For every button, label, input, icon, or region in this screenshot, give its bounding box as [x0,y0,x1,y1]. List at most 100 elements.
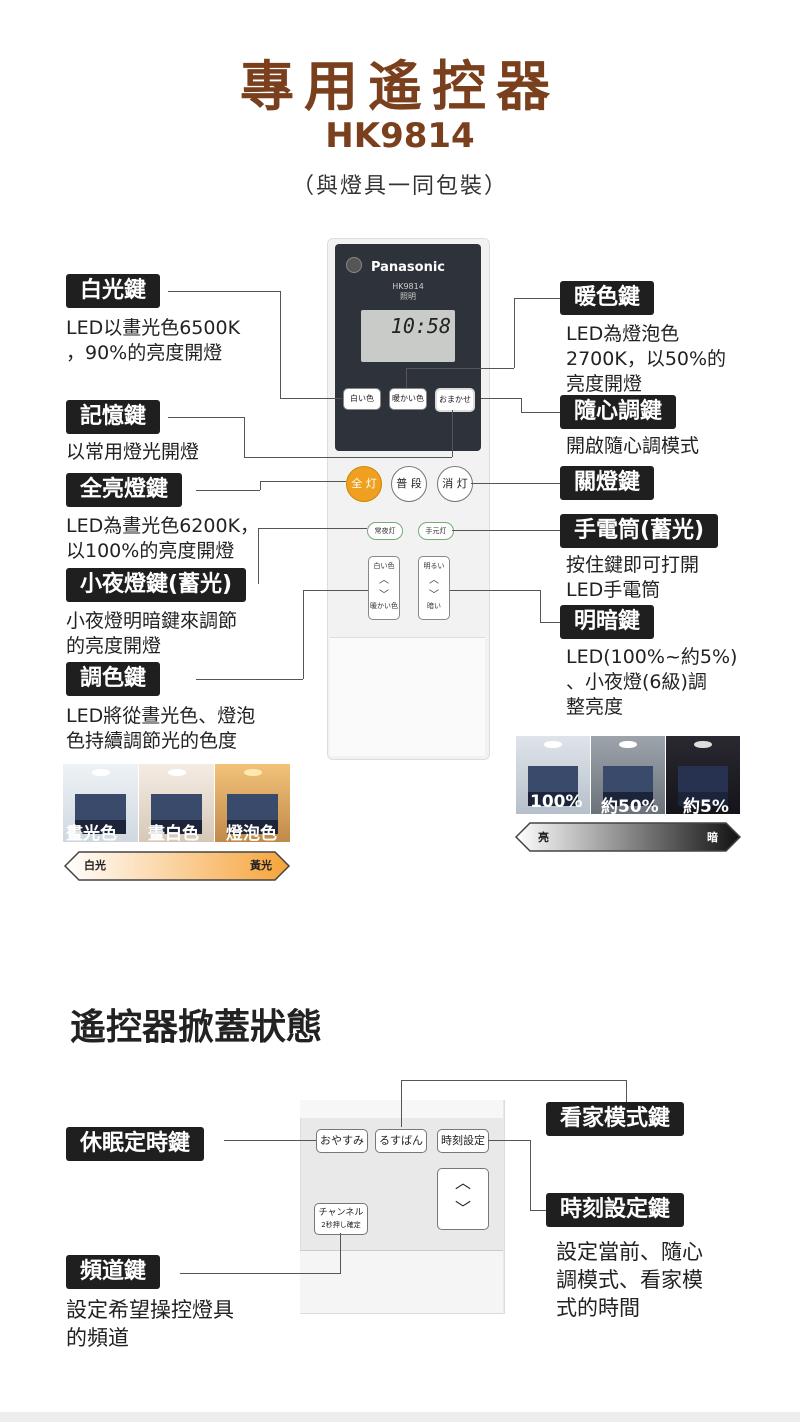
key-label-channel: 頻道鍵 [66,1255,161,1289]
connector-line [530,1140,531,1210]
arrow-label-yellow: 黃光 [250,859,272,872]
connector-line [401,1080,626,1081]
normal-button[interactable]: 普 段 [391,466,427,502]
full-light-button[interactable]: 全 灯 [346,466,382,502]
lcd-clock: 10:58 [390,314,451,338]
ceiling-lamp [167,768,186,777]
connector-line [540,622,560,623]
photo-label: 100% [530,792,583,812]
connector-line [521,398,522,412]
connector-line [340,1233,341,1273]
color-rocker[interactable]: 白い色 ︿ ﹀ 暖かい色 [368,556,400,620]
connector-line [452,530,560,531]
connector-line [488,1140,530,1141]
key-desc-full: LED為晝光色6200K， 以100%的亮度開燈 [66,515,260,562]
key-desc-memory: 以常用燈光開燈 [66,441,200,463]
arrow-label-white: 白光 [84,859,106,872]
connector-line [244,457,452,458]
channel-button[interactable]: チャンネル 2秒押し確定 [314,1203,368,1235]
connector-line [196,490,260,491]
lcd-screen [361,310,455,362]
warm-color-button[interactable]: 暖かい色 [389,388,427,410]
connector-line [280,291,281,398]
key-label-color: 調色鍵 [66,662,161,696]
remote-cover[interactable] [330,637,485,756]
key-desc-warm: LED為燈泡色 2700K，以50%的 亮度開燈 [566,323,727,395]
connector-line [406,368,514,369]
remote-brand: Panasonic [370,260,446,275]
city-view [677,792,729,807]
key-label-home: 看家模式鍵 [546,1102,685,1136]
connector-line [224,1140,316,1141]
connector-line [258,528,367,529]
off-button[interactable]: 消 灯 [437,466,473,502]
rocker-label: 暖かい色 [370,602,398,610]
connector-line [196,679,303,680]
remote-model-sub: 照明 [400,292,416,301]
key-label-brightness: 明暗鍵 [560,605,655,639]
connector-line [406,368,407,388]
connector-line [258,528,259,584]
omakase-button[interactable]: おまかせ [435,388,475,412]
arrow-label-bright: 亮 [538,831,549,844]
connector-line [180,1273,341,1274]
key-label-white: 白光鍵 [66,274,161,308]
night-light-button[interactable]: 常夜灯 [367,522,403,540]
up-down-rocker[interactable]: ︿ ﹀ [437,1168,489,1230]
city-view [602,792,654,807]
photo-label: 燈泡色 [226,824,277,844]
room-photo-warm [215,764,290,842]
channel-button-label: チャンネル [318,1208,364,1218]
subtitle: （與燈具一同包裝） [291,174,508,199]
connector-line [481,398,521,399]
panel-cover-hinge [300,1250,503,1313]
connector-line [514,298,515,368]
key-desc-flashlight: 按住鍵即可打開 LED手電筒 [566,554,700,601]
key-label-sleep: 休眠定時鍵 [66,1127,205,1161]
channel-button-sublabel: 2秒押し確定 [321,1221,361,1229]
key-label-full: 全亮燈鍵 [66,473,183,507]
city-view [151,820,202,835]
sleep-timer-button[interactable]: おやすみ [316,1129,368,1153]
away-mode-button[interactable]: るすばん [375,1129,427,1153]
rocker-label: 白い色 [373,562,395,570]
city-view [227,820,278,835]
ceiling-lamp [544,740,562,749]
ceiling-lamp [243,768,262,777]
key-label-night: 小夜燈鍵(蓄光) [66,568,247,602]
key-desc-brightness: LED(100%~約5%) 、小夜燈(6級)調 整亮度 [566,646,738,718]
rocker-label: 明るい [423,562,445,570]
connector-line [521,412,560,413]
connector-line [514,298,560,299]
connector-line [530,1210,546,1211]
room-photo-neutral [139,764,214,842]
brightness-rocker[interactable]: 明るい ︿ ﹀ 暗い [418,556,450,620]
connector-line [168,291,280,292]
connector-line [626,1080,627,1102]
white-color-button[interactable]: 白い色 [343,388,381,410]
room-photo-50 [591,736,665,814]
brightness-arrow [514,822,742,852]
arrow-label-dark: 暗 [707,831,718,844]
key-label-warm: 暖色鍵 [560,281,655,315]
key-desc-omakase: 開啟隨心調模式 [566,435,700,457]
connector-line [168,417,244,418]
remote-model-number: HK9814 [392,282,424,291]
city-view [75,820,126,835]
chevron-down-icon: ﹀ [454,1199,471,1218]
key-label-flashlight: 手電筒(蓄光) [560,514,719,548]
connector-line [260,481,346,482]
ceiling-lamp [91,768,110,777]
city-view [527,792,579,807]
flashlight-button[interactable]: 手元灯 [418,522,454,540]
time-set-button[interactable]: 時刻設定 [437,1129,489,1153]
room-photo-5 [666,736,740,814]
photo-label: 晝白色 [148,824,199,844]
connector-line [471,483,560,484]
connector-line [303,590,304,679]
page-title: 專用遙控器 [240,55,560,118]
connector-line [260,481,261,490]
connector-line [452,410,453,457]
ceiling-lamp [619,740,637,749]
color-temp-arrow [63,851,291,881]
